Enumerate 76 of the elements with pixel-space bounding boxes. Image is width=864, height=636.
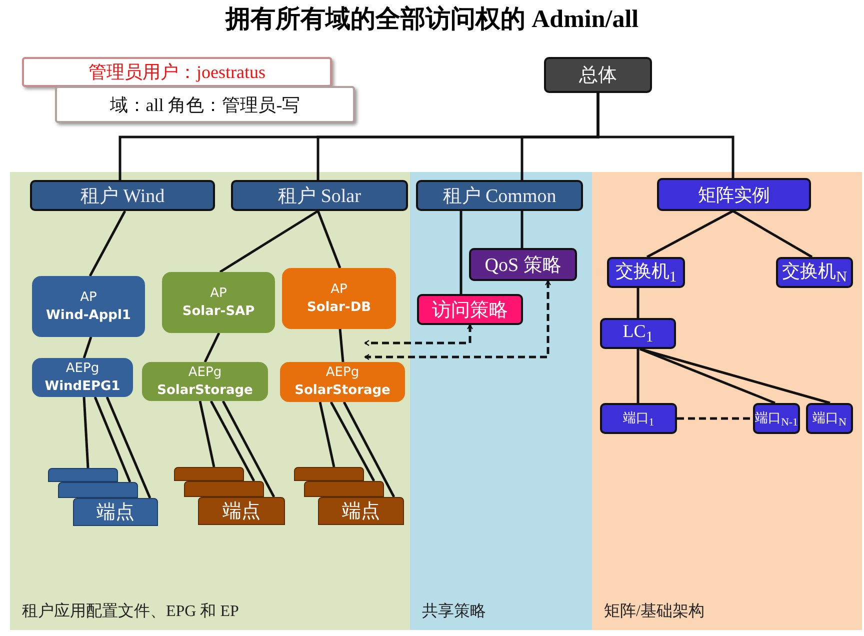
connector-line [338,328,344,362]
endpoint-box [48,468,118,482]
band-label: 租户应用配置文件、EPG 和 EP [22,602,239,622]
endpoint-box: 端点 [318,497,404,525]
connector-line [460,211,462,294]
connector-line [342,401,396,498]
app-box [32,358,133,397]
endpoint-box [184,481,264,497]
fabric-band [592,172,862,630]
connector-line [596,93,734,178]
app-box [280,362,405,402]
connector-line [222,400,276,498]
type-label: AEPg [326,364,360,382]
endpoint-box [294,467,364,481]
connector-line [106,396,152,498]
app-box [142,362,268,401]
type-label: AEPg [66,360,100,378]
connector-line [636,349,640,403]
type-label: AEPg [188,364,222,382]
shared-band [410,172,592,630]
port-box: 端口$_{N-1}$ [753,403,800,434]
connector-line [677,417,753,420]
name-label: Wind-Appl1 [46,306,131,324]
root-box: 总体 [544,57,652,93]
name-label: Solar-SAP [182,302,255,320]
tenant-box: 租户 Wind [30,180,215,211]
app-box [162,272,275,333]
connector-line [210,400,256,482]
band-label: 共享策略 [422,602,486,622]
connector-line [520,211,524,248]
connector-line [318,402,336,468]
type-label: AP [80,288,97,306]
name-label: SolarStorage [294,382,390,400]
endpoint-box: 端点 [73,498,158,526]
endpoint-box: 端点 [198,497,285,525]
title: 拥有所有域的全部访问权的 Admin/all [224,4,640,35]
tenant-band [10,172,410,630]
connector-line [640,348,830,404]
type-label: AP [330,280,348,298]
tenant-box: 租户 Common [416,180,583,211]
connector-line [198,400,216,468]
app-box [32,276,145,337]
name-label: WindEPG1 [44,378,120,396]
connector-line [219,210,319,274]
connector-line [330,401,376,482]
policy-box: QoS 策略 [469,248,577,281]
connector-line [82,336,92,358]
arrow [364,324,474,346]
app-box [282,268,396,329]
fabric-box: 矩阵实例 [657,178,811,211]
fabric-box: LC$_{1}$ [600,318,676,349]
user-banner: 管理员用户：joestratus [22,57,332,87]
fabric-box: 交换机$_{1}$ [607,257,685,288]
tenant-box: 租户 Solar [231,180,408,211]
connector-line [316,210,342,268]
connector-line [636,288,640,318]
role-banner: 域：all 角色：管理员-写 [55,86,355,123]
endpoint-box [58,482,138,498]
fabric-box: 交换机$_{N}$ [776,257,853,288]
connector-line [646,210,734,258]
connector-line [88,210,126,277]
connector-line [640,348,776,404]
type-label: AP [210,284,227,302]
connector-line [204,332,220,363]
port-box: 端口$_{1}$ [600,403,677,434]
endpoint-box [304,481,384,497]
arrow [364,280,552,360]
endpoint-box [174,467,244,481]
policy-box: 访问策略 [417,294,523,325]
name-label: SolarStorage [157,382,253,400]
connector-line [82,396,90,468]
connector-line [94,396,132,482]
connector-line [732,210,813,258]
band-label: 矩阵/基础架构 [604,602,704,622]
name-label: Solar-DB [306,298,372,316]
port-box: 端口$_{N}$ [806,403,853,434]
